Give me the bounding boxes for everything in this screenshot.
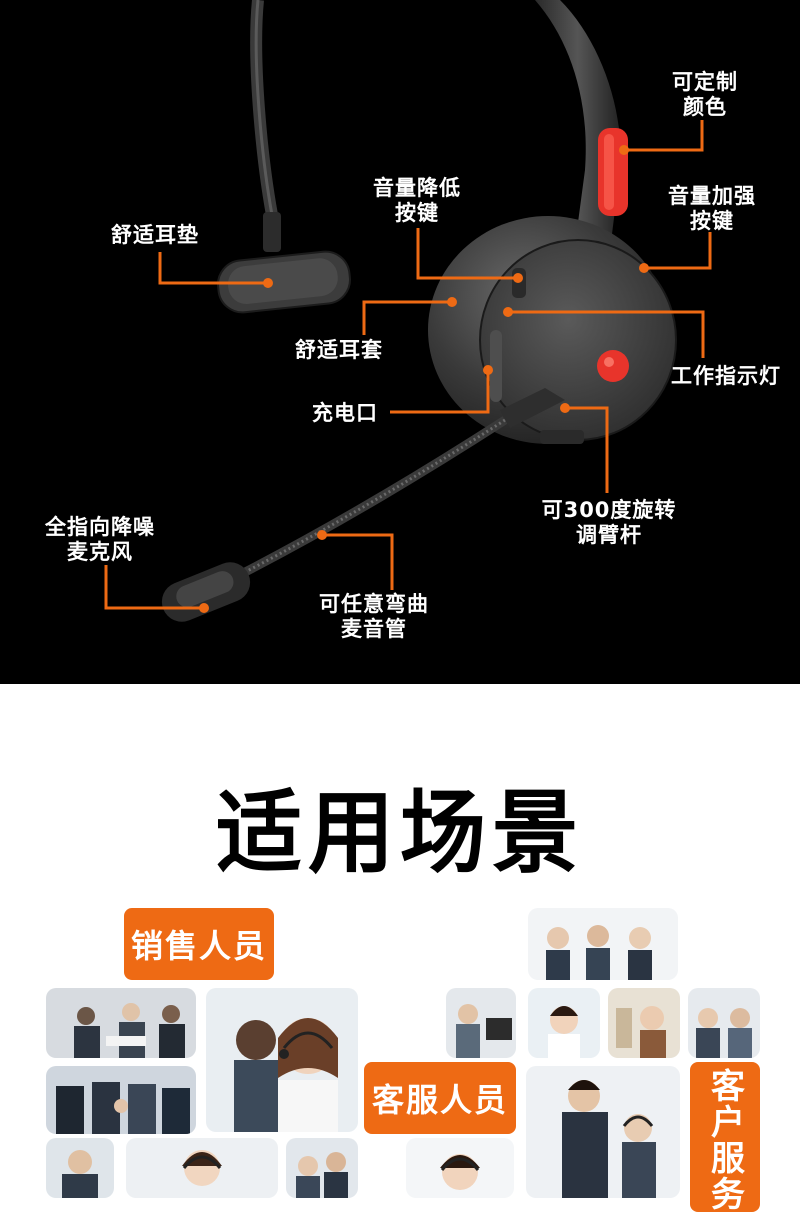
label-mic-arm: 可300度旋转 调臂杆 bbox=[534, 498, 684, 548]
tag-service: 客服人员 bbox=[364, 1062, 516, 1134]
callout-dots bbox=[199, 145, 649, 613]
label-charge-port: 充电口 bbox=[312, 401, 378, 425]
volume-down-key bbox=[512, 268, 526, 298]
charge-port bbox=[490, 330, 502, 402]
photo-call-center-team bbox=[528, 908, 678, 980]
tag-sales: 销售人员 bbox=[124, 908, 274, 980]
label-line: 按键 bbox=[395, 201, 439, 225]
label-ear-cover: 舒适耳套 bbox=[295, 338, 383, 362]
photo-agent-woman bbox=[206, 988, 358, 1132]
label-line: 麦克风 bbox=[67, 540, 133, 564]
label-line: 颜色 bbox=[683, 95, 727, 119]
product-diagram: 可定制 颜色 音量降低 按键 音量加强 按键 舒适耳垫 舒适耳套 工作指示灯 充… bbox=[0, 0, 800, 684]
label-line: 可300度旋转 bbox=[541, 498, 677, 522]
label-line: 可定制 bbox=[672, 70, 738, 94]
photo-sales-meeting bbox=[46, 988, 196, 1058]
label-indicator: 工作指示灯 bbox=[671, 364, 781, 388]
photo-agent-group bbox=[688, 988, 760, 1058]
power-button bbox=[597, 350, 629, 382]
photo-smiling-agent bbox=[528, 988, 600, 1058]
label-ear-pad: 舒适耳垫 bbox=[111, 223, 199, 247]
label-line: 音量降低 bbox=[373, 176, 461, 200]
photo-team-handshake bbox=[46, 1066, 196, 1134]
label-customizable-color: 可定制 颜色 bbox=[650, 70, 760, 120]
photo-supervisor bbox=[526, 1066, 680, 1198]
label-line: 调臂杆 bbox=[576, 523, 642, 547]
label-line: 麦音管 bbox=[341, 617, 407, 641]
tag-customer-service: 客户服务 bbox=[690, 1062, 760, 1212]
photo-service-agent bbox=[406, 1138, 514, 1198]
label-flex-tube: 可任意弯曲 麦音管 bbox=[304, 592, 444, 642]
ear-cup bbox=[428, 216, 677, 444]
label-volume-down: 音量降低 按键 bbox=[357, 176, 477, 226]
photo-headset-woman bbox=[126, 1138, 278, 1198]
callout-lines bbox=[104, 120, 712, 610]
ear-pad-piece bbox=[217, 250, 351, 314]
photo-agents-row bbox=[286, 1138, 358, 1198]
label-line: 按键 bbox=[690, 209, 734, 233]
label-volume-up: 音量加强 按键 bbox=[652, 184, 772, 234]
label-line: 音量加强 bbox=[668, 184, 756, 208]
label-line: 全指向降噪 bbox=[45, 515, 155, 539]
photo-headset-man bbox=[46, 1138, 114, 1198]
label-line: 可任意弯曲 bbox=[319, 592, 429, 616]
photo-computer-worker bbox=[446, 988, 516, 1058]
photo-office-agent bbox=[608, 988, 680, 1058]
label-omni-mic: 全指向降噪 麦克风 bbox=[30, 515, 170, 565]
scenes-title: 适用场景 bbox=[216, 780, 584, 886]
headset-illustration bbox=[104, 0, 712, 622]
